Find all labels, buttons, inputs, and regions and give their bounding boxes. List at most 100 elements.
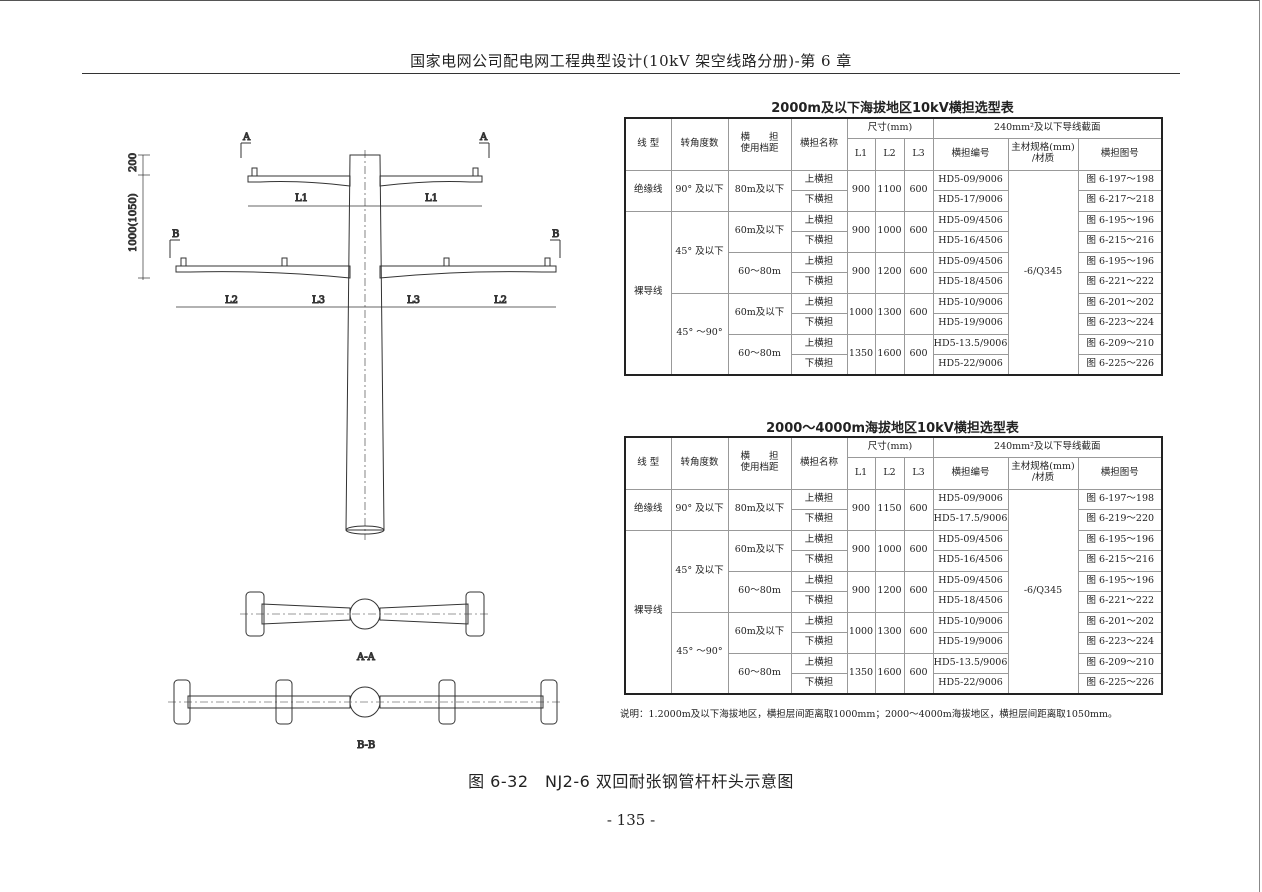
- cell-angle: 90° 及以下: [670, 488, 729, 531]
- header-rule: [82, 73, 1180, 74]
- cell-l2: 1100: [874, 169, 905, 212]
- cell-angle: 45° 及以下: [670, 529, 729, 613]
- cell-l2: 1150: [874, 488, 905, 531]
- cell-crossarm-id: HD5-13.5/9006: [932, 652, 1009, 674]
- cell-crossarm-id: HD5-09/4506: [932, 529, 1009, 551]
- cell-figure-ref: 图 6-197～198: [1077, 488, 1163, 510]
- cell-figure-ref: 图 6-195～196: [1077, 529, 1163, 551]
- cell-crossarm-name: 上横担: [790, 333, 848, 355]
- cell-crossarm-name: 上横担: [790, 488, 848, 510]
- header-name: 横担名称: [790, 117, 848, 171]
- cell-crossarm-id: HD5-18/4506: [932, 591, 1009, 613]
- cell-l2: 1000: [874, 529, 905, 572]
- dim-l3-right: L3: [407, 295, 420, 306]
- dim-1000: 1000(1050): [128, 193, 139, 252]
- dim-l1-right: L1: [425, 193, 438, 204]
- cell-span: 60～80m: [727, 333, 792, 376]
- cell-crossarm-name: 上横担: [790, 529, 848, 551]
- cell-l1: 1000: [846, 292, 876, 335]
- cell-l1: 900: [846, 488, 876, 531]
- cell-material: -6/Q345: [1007, 169, 1079, 376]
- cell-l3: 600: [903, 611, 934, 654]
- cell-crossarm-name: 上横担: [790, 652, 848, 674]
- cell-crossarm-id: HD5-09/4506: [932, 210, 1009, 232]
- header-id: 横担编号: [932, 137, 1009, 171]
- cell-span: 60～80m: [727, 652, 792, 695]
- cell-angle: 45° 及以下: [670, 210, 729, 294]
- lower-right-arm: [379, 265, 557, 279]
- cell-figure-ref: 图 6-221～222: [1077, 591, 1163, 613]
- cell-crossarm-name: 下横担: [790, 354, 848, 376]
- cell-crossarm-id: HD5-18/4506: [932, 272, 1009, 294]
- cell-crossarm-name: 上横担: [790, 611, 848, 633]
- lower-left-arm: [175, 265, 351, 279]
- header-section: 240mm²及以下导线截面: [932, 117, 1163, 139]
- cell-crossarm-id: HD5-19/9006: [932, 313, 1009, 335]
- section-a-right: A: [479, 132, 488, 143]
- page-header: 国家电网公司配电网工程典型设计(10kV 架空线路分册)-第 6 章: [410, 52, 852, 70]
- cell-crossarm-name: 上横担: [790, 210, 848, 232]
- cell-l3: 600: [903, 292, 934, 335]
- cell-crossarm-name: 下横担: [790, 632, 848, 654]
- header-l1: L1: [846, 456, 876, 490]
- table-note: 说明：1.2000m及以下海拔地区，横担层间距离取1000mm；2000～400…: [620, 709, 1118, 720]
- cell-l1: 1000: [846, 611, 876, 654]
- section-b-left: B: [172, 229, 179, 240]
- plan-view-aa: [240, 591, 490, 637]
- dim-l2-right: L2: [494, 295, 507, 306]
- cell-span: 60～80m: [727, 570, 792, 613]
- cell-angle: 90° 及以下: [670, 169, 729, 212]
- cell-l2: 1600: [874, 333, 905, 376]
- header-id: 横担编号: [932, 456, 1009, 490]
- figure-caption: 图 6-32 NJ2-6 双回耐张钢管杆杆头示意图: [468, 772, 794, 791]
- table-1-title: 2000m及以下海拔地区10kV横担选型表: [771, 101, 1014, 116]
- dim-l3-left: L3: [312, 295, 325, 306]
- cell-figure-ref: 图 6-209～210: [1077, 333, 1163, 355]
- cell-l1: 900: [846, 529, 876, 572]
- cell-line-type: 绝缘线: [624, 169, 672, 212]
- cell-crossarm-id: HD5-16/4506: [932, 231, 1009, 253]
- header-l2: L2: [874, 137, 905, 171]
- cell-span: 60m及以下: [727, 210, 792, 253]
- cell-crossarm-name: 下横担: [790, 509, 848, 531]
- cell-l1: 900: [846, 251, 876, 294]
- cell-l2: 1600: [874, 652, 905, 695]
- cell-l3: 600: [903, 210, 934, 253]
- cell-crossarm-name: 上横担: [790, 292, 848, 314]
- cell-crossarm-name: 下横担: [790, 591, 848, 613]
- cell-figure-ref: 图 6-219～220: [1077, 509, 1163, 531]
- header-dims: 尺寸(mm): [846, 436, 934, 458]
- view-aa-label: A-A: [356, 652, 376, 663]
- cell-l1: 1350: [846, 333, 876, 376]
- cell-crossarm-name: 上横担: [790, 169, 848, 191]
- upper-left-arm: [247, 175, 351, 187]
- page-number: - 135 -: [606, 811, 656, 829]
- cell-l1: 1350: [846, 652, 876, 695]
- header-row: 线 型转角度数横 担使用档距横担名称尺寸(mm)240mm²及以下导线截面: [624, 117, 1163, 171]
- section-a-left: A: [242, 132, 251, 143]
- header-span: 横 担使用档距: [727, 117, 792, 171]
- cell-l1: 900: [846, 570, 876, 613]
- cell-figure-ref: 图 6-221～222: [1077, 272, 1163, 294]
- cell-crossarm-id: HD5-09/9006: [932, 169, 1009, 191]
- cell-crossarm-id: HD5-10/9006: [932, 611, 1009, 633]
- cell-crossarm-id: HD5-19/9006: [932, 632, 1009, 654]
- cell-figure-ref: 图 6-225～226: [1077, 354, 1163, 376]
- cell-crossarm-id: HD5-10/9006: [932, 292, 1009, 314]
- dim-200: 200: [128, 153, 139, 172]
- header-l1: L1: [846, 137, 876, 171]
- cell-crossarm-id: HD5-09/4506: [932, 251, 1009, 273]
